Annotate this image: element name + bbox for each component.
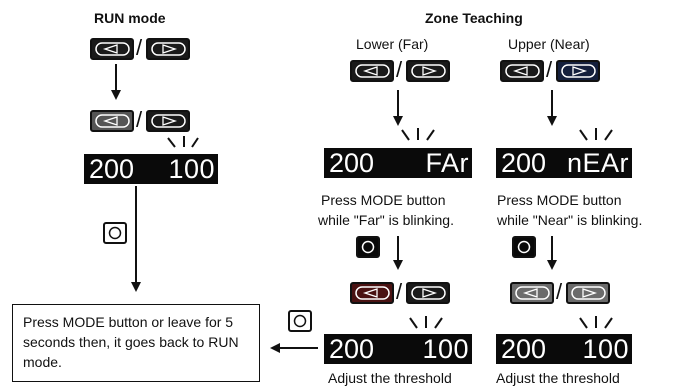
near-instruction-line1: Press MODE button (497, 192, 622, 208)
mode-button[interactable] (512, 236, 536, 258)
right-arrow-button[interactable] (566, 282, 610, 304)
far-instruction-line2: while "Far" is blinking. (318, 212, 454, 228)
display-value-left: 200 (89, 154, 135, 184)
run-mode-heading: RUN mode (94, 10, 166, 26)
left-arrow-button[interactable] (350, 60, 394, 82)
left-arrow-button[interactable] (90, 38, 134, 60)
mode-button-icon (517, 240, 531, 254)
button-separator: / (396, 57, 403, 82)
display-value-right: 100 (168, 154, 215, 184)
right-arrow-button-icon (151, 42, 186, 56)
display-value-left: 200 (329, 334, 375, 364)
right-arrow-button-icon (411, 286, 446, 300)
button-separator: / (136, 35, 143, 60)
left-arrow-button-icon (95, 42, 130, 56)
left-arrow-button-icon (95, 114, 130, 128)
display-value-left: 200 (501, 148, 547, 178)
left-arrow-button[interactable] (350, 282, 394, 304)
mode-button-icon (293, 314, 307, 328)
mode-button[interactable] (103, 222, 127, 244)
mode-button[interactable] (356, 236, 380, 258)
left-arrow-button[interactable] (500, 60, 544, 82)
display-value-right: nEAr (566, 148, 629, 178)
right-arrow-button[interactable] (146, 38, 190, 60)
button-separator: / (556, 279, 563, 304)
far-adjust-caption: Adjust the threshold (328, 370, 452, 386)
display-value-left: 200 (501, 334, 547, 364)
near-instruction-line2: while "Near" is blinking. (497, 212, 643, 228)
run-mode-display: 200 100 (84, 154, 218, 184)
button-separator: / (396, 279, 403, 304)
blink-rays-icon (167, 136, 199, 148)
left-arrow-button-icon (355, 64, 390, 78)
zone-teaching-heading: Zone Teaching (425, 10, 523, 26)
right-arrow-button-icon (571, 286, 606, 300)
right-arrow-button-icon (151, 114, 186, 128)
display-value-right: FAr (425, 148, 469, 178)
right-arrow-button[interactable] (406, 60, 450, 82)
far-instruction-line1: Press MODE button (321, 192, 446, 208)
button-separator: / (546, 57, 553, 82)
display-value-right: 100 (582, 334, 629, 364)
left-arrow-button-icon (355, 286, 390, 300)
upper-near-label: Upper (Near) (508, 36, 590, 52)
left-arrow-button-icon (515, 286, 550, 300)
left-arrow-button-icon (505, 64, 540, 78)
right-arrow-button[interactable] (556, 60, 600, 82)
near-adjust-display: 200 100 (496, 334, 632, 364)
mode-button[interactable] (288, 310, 312, 332)
mode-button-icon (108, 226, 122, 240)
button-separator: / (136, 107, 143, 132)
blink-rays-icon (401, 128, 435, 141)
blink-rays-icon (409, 316, 443, 329)
near-adjust-caption: Adjust the threshold (496, 370, 620, 386)
blink-rays-icon (579, 128, 613, 141)
near-display: 200 nEAr (496, 148, 632, 178)
right-arrow-button[interactable] (406, 282, 450, 304)
far-adjust-display: 200 100 (324, 334, 472, 364)
return-to-run-note: Press MODE button or leave for 5 seconds… (12, 304, 260, 382)
right-arrow-button-icon (561, 64, 596, 78)
right-arrow-button[interactable] (146, 110, 190, 132)
display-value-left: 200 (329, 148, 375, 178)
blink-rays-icon (579, 316, 613, 329)
right-arrow-button-icon (411, 64, 446, 78)
lower-far-label: Lower (Far) (356, 36, 429, 52)
display-value-right: 100 (422, 334, 469, 364)
far-display: 200 FAr (324, 148, 472, 178)
left-arrow-button[interactable] (90, 110, 134, 132)
left-arrow-button[interactable] (510, 282, 554, 304)
mode-button-icon (361, 240, 375, 254)
